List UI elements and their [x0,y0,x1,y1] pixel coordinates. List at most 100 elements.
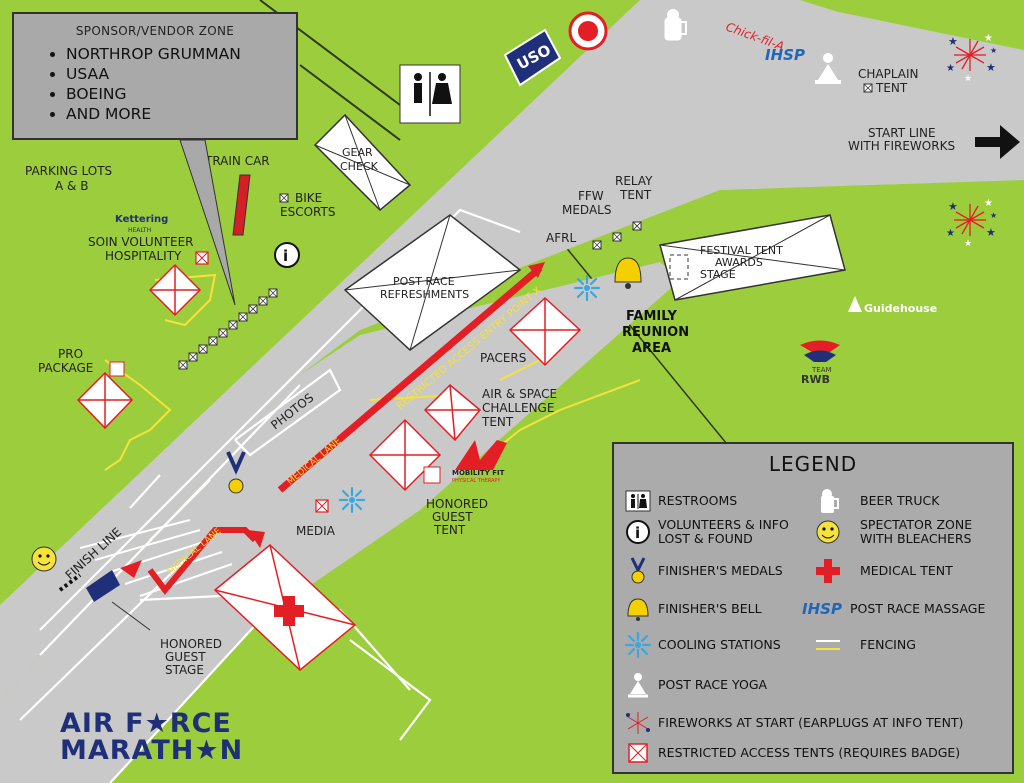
guest-label: GUEST [432,510,473,524]
legend-item: COOLING STATIONS [622,631,781,659]
svg-text:i: i [635,524,640,542]
medical-cross-icon [274,596,304,626]
start-arrow [975,125,1020,159]
restroom-mini [423,466,441,484]
beer-truck-icon [664,9,687,41]
finish-line-mark [58,573,82,592]
tent-label-2: TENT [433,523,466,537]
chaplain-tent-label: TENT [875,81,908,95]
legend-item: MEDICAL TENT [812,558,953,584]
smiley-icon [31,546,57,572]
air-space-label: AIR & SPACE [482,387,557,401]
area-label: AREA [632,341,671,356]
brand-line-1: AIR F★RCE [60,708,232,739]
soin-label: SOIN VOLUNTEER [88,235,194,249]
gear-check-tent: GEAR CHECK [313,113,412,212]
brand-line-2: MARATH★N [60,735,244,766]
guidehouse-logo: Guidehouse [864,302,937,315]
sponsor-item: AND MORE [66,104,296,124]
restroom-icon [622,488,654,514]
uso-logo: USO [503,28,562,87]
svg-text:TEAM: TEAM [811,366,832,374]
ihsp-logo: IHSP [765,46,805,64]
legend-item: SPECTATOR ZONE WITH BLEACHERS [812,518,972,546]
legend-item: BEER TRUCK [812,488,939,514]
pacers-label: PACERS [480,351,526,365]
reunion-label: REUNION [622,325,689,340]
medical-lane-arrowhead [528,262,545,278]
info-icon: i [274,242,300,268]
train-car [232,174,251,236]
medals-label: MEDALS [562,203,611,217]
svg-text:IHSP: IHSP [802,600,842,618]
team-rwb-logo: TEAM RWB [800,340,840,386]
info-icon: i [622,519,654,545]
sponsor-list: NORTHROP GRUMMAN USAA BOEING AND MORE [14,44,296,124]
mobility-fit-label: MOBILITY FIT [452,469,505,477]
guidehouse-logo-mark [848,296,862,312]
festival-tent-label: FESTIVAL TENT [700,244,783,257]
relay-label: RELAY [615,174,653,188]
medical-lane-arrowhead [248,530,265,548]
guest-stage-label: GUEST [165,650,206,664]
fencing-icon [812,632,844,658]
sponsor-vendor-zone: SPONSOR/VENDOR ZONE NORTHROP GRUMMAN USA… [12,12,298,140]
legend-item: RESTRICTED ACCESS TENTS (REQUIRES BADGE) [622,740,960,766]
restricted-tent-icon [622,740,654,766]
medical-lane-path [147,527,258,595]
medical-cross-icon [812,558,844,584]
boundary-line [559,239,741,461]
mobility-fit-logo-mark [455,440,507,470]
boundary-line [299,64,401,141]
honored-label: HONORED [426,497,488,511]
relay-tent-label: TENT [619,188,652,202]
chaplain-label: CHAPLAIN [858,67,919,81]
fireworks-icon [622,710,654,736]
legend-item: RESTROOMS [622,488,737,514]
finishers-bell-icon [614,257,642,289]
sponsor-item: USAA [66,64,296,84]
kettering-logo: Kettering [115,214,168,225]
train-car-label: TRAIN CAR [204,154,270,168]
fireworks-label: WITH FIREWORKS [848,139,955,153]
food-truck-logo [568,11,608,51]
finishers-medal-icon [226,451,246,494]
beer-truck-icon [812,488,844,514]
package-label: PACKAGE [38,361,93,375]
medal-icon [622,557,654,584]
tent-label: TENT [481,415,514,429]
smiley-icon [812,519,844,545]
post-race-label: POST RACE [393,275,455,288]
bike-label: BIKE [295,191,322,205]
yoga-icon [622,672,654,698]
stage-label: STAGE [700,268,736,281]
festival-tent: FESTIVAL TENT AWARDS STAGE [659,214,846,301]
ihsp-icon: IHSP [802,596,846,622]
media-label: MEDIA [296,524,336,538]
refreshments-label: REFRESHMENTS [380,288,469,301]
svg-text:i: i [283,247,288,265]
challenge-label: CHALLENGE [482,401,554,415]
awards-label: AWARDS [715,256,763,269]
medical-lane-arrow [277,265,543,493]
stage-label-2: STAGE [165,663,204,677]
family-label: FAMILY [626,309,677,324]
honored-guest-stage-block [86,570,120,602]
legend-item: FENCING [812,632,916,658]
medical-lane-arrowhead [120,560,142,578]
honored-stage-label: HONORED [160,637,222,651]
cooling-icon [622,631,654,659]
sponsor-item: BOEING [66,84,296,104]
legend-title: LEGEND [768,452,858,476]
legend-item: i VOLUNTEERS & INFO LOST & FOUND [622,518,789,546]
sponsor-item: NORTHROP GRUMMAN [66,44,296,64]
ffw-label: FFW [578,189,604,203]
legend-item: FIREWORKS AT START (EARPLUGS AT INFO TEN… [622,710,963,736]
physical-therapy-label: PHYSICAL THERAPY [452,478,501,484]
lower-road [0,262,680,783]
start-line-label: START LINE [868,126,936,140]
bell-icon [622,596,654,622]
gear-label: GEAR [342,146,373,159]
pro-label: PRO [58,347,83,361]
